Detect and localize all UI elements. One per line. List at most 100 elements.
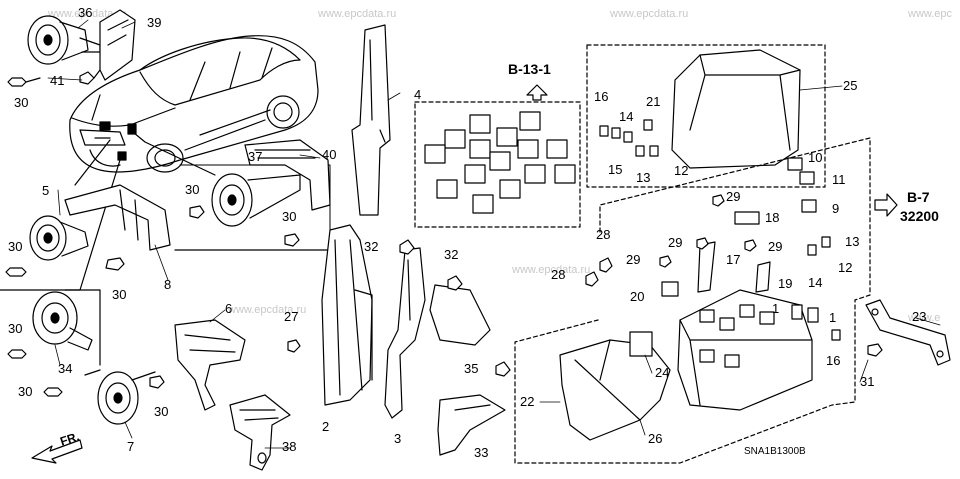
bolt-35 — [495, 361, 511, 377]
watermark: www.epcdata.ru — [610, 8, 689, 20]
callout-14: 14 — [808, 275, 823, 290]
relays — [424, 111, 576, 214]
watermark: www.epcdata.ru — [228, 304, 307, 316]
callout-29: 29 — [668, 235, 683, 250]
cover-group-box — [586, 44, 826, 188]
stay-3 — [384, 247, 426, 419]
callout-24: 24 — [655, 365, 670, 380]
callout-16: 16 — [594, 89, 609, 104]
callout-37: 37 — [248, 149, 263, 164]
callout-10: 10 — [808, 150, 823, 165]
bracket-23 — [865, 299, 951, 366]
fuse-box-group-outline — [514, 137, 871, 464]
callout-22: 22 — [520, 394, 535, 409]
callout-12: 12 — [674, 163, 689, 178]
bolt-27 — [287, 339, 301, 353]
car-illustration — [69, 35, 319, 173]
callout-6: 6 — [225, 301, 233, 316]
callout-8: 8 — [164, 277, 172, 292]
callout-30: 30 — [282, 209, 297, 224]
callout-39: 39 — [147, 15, 162, 30]
fuse-box-cover-25 — [671, 49, 801, 169]
callout-26: 26 — [648, 431, 663, 446]
watermark: www.epcdata.ru — [318, 8, 397, 20]
bolt-30 — [43, 387, 63, 397]
callout-28: 28 — [551, 267, 566, 282]
horn-34 — [0, 289, 101, 366]
callout-4: 4 — [414, 87, 422, 102]
watermark: www.e — [908, 312, 941, 324]
leader-line — [127, 127, 216, 176]
callout-27: 27 — [284, 309, 299, 324]
callout-7: 7 — [127, 439, 135, 454]
watermark: www.epcdata.ru — [48, 8, 127, 20]
callout-35: 35 — [464, 361, 479, 376]
callout-25: 25 — [843, 78, 858, 93]
callout-36: 36 — [78, 5, 93, 20]
watermark: www.epc — [908, 8, 953, 20]
callout-30: 30 — [18, 384, 33, 399]
callout-21: 21 — [646, 94, 661, 109]
callout-1: 1 — [772, 301, 780, 316]
callout-14: 14 — [619, 109, 634, 124]
fuses-9-11 — [787, 157, 841, 341]
parts-17-20 — [629, 211, 771, 357]
bolt-31 — [867, 343, 883, 357]
callout-30: 30 — [8, 239, 23, 254]
callout-1: 1 — [829, 310, 837, 325]
bracket-6 — [174, 319, 246, 411]
bracket-39 — [99, 9, 136, 81]
bracket-38 — [229, 394, 291, 471]
callout-18: 18 — [765, 210, 780, 225]
bolt-30 — [7, 77, 41, 87]
bolt-30 — [189, 205, 205, 219]
right-arrow-icon — [874, 193, 898, 217]
callout-9: 9 — [832, 201, 840, 216]
bolt-32 — [447, 275, 463, 291]
reference-b-7: B-7 — [907, 189, 930, 205]
cover-4 — [351, 24, 391, 216]
horn-7 — [84, 369, 156, 425]
watermark: www.epcdata.ru — [512, 264, 591, 276]
bolt-32 — [399, 239, 415, 255]
callout-17: 17 — [726, 252, 741, 267]
callout-19: 19 — [778, 276, 793, 291]
callout-30: 30 — [112, 287, 127, 302]
callout-15: 15 — [608, 162, 623, 177]
callout-32: 32 — [444, 247, 459, 262]
callout-16: 16 — [826, 353, 841, 368]
callout-31: 31 — [860, 374, 875, 389]
callout-41: 41 — [50, 73, 65, 88]
relay-group-box — [414, 101, 581, 228]
callout-38: 38 — [282, 439, 297, 454]
callout-28: 28 — [596, 227, 611, 242]
lower-cover-22 — [559, 339, 671, 441]
callout-33: 33 — [474, 445, 489, 460]
bolt-30 — [149, 375, 165, 389]
callout-23: 23 — [912, 309, 927, 324]
callout-11: 11 — [832, 172, 846, 187]
leader-line — [64, 159, 121, 291]
bolt-30 — [284, 233, 300, 247]
bracket-35 — [429, 284, 491, 346]
horn-36 — [27, 15, 101, 65]
bolt-30 — [7, 349, 27, 359]
bracket-8 — [64, 184, 171, 251]
callout-32: 32 — [364, 239, 379, 254]
horn-37 — [179, 164, 331, 251]
up-arrow-icon — [526, 84, 548, 101]
reference-b-13-1: B-13-1 — [508, 61, 551, 77]
callout-40: 40 — [322, 147, 337, 162]
bracket-33 — [437, 394, 506, 456]
bolts-28-29 — [585, 194, 757, 287]
callout-20: 20 — [630, 289, 645, 304]
callout-30: 30 — [154, 404, 169, 419]
ecu-bracket-2 — [321, 224, 373, 406]
fuses-12-16 — [599, 119, 659, 157]
callout-30: 30 — [8, 321, 23, 336]
leader-line — [91, 94, 101, 121]
fuse-box-26 — [677, 289, 813, 411]
bolt-41 — [79, 69, 101, 85]
diagram-code: SNA1B1300B — [744, 446, 806, 457]
callout-29: 29 — [768, 239, 783, 254]
